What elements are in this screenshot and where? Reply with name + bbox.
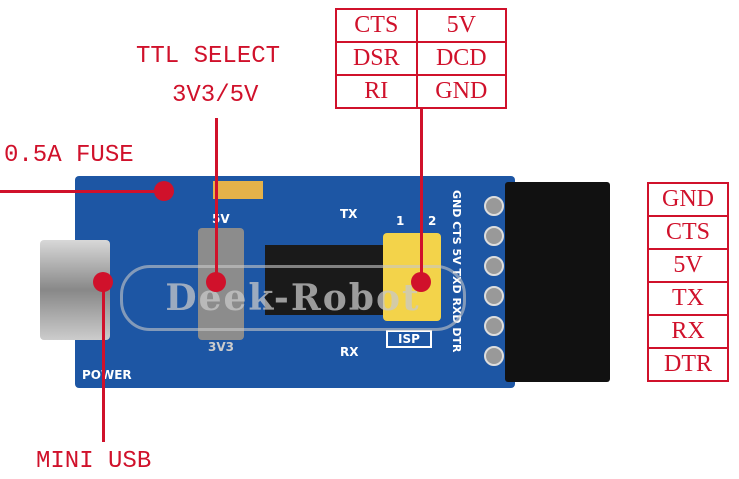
ttl-select-label: TTL SELECT — [136, 43, 281, 70]
pin — [484, 286, 504, 306]
switch-bottom-label: 3V3 — [208, 340, 234, 354]
ttl-voltage-label: 3V3/5V — [172, 82, 259, 109]
fuse-marker — [154, 181, 174, 201]
cell: CTS — [647, 215, 729, 250]
cell: RX — [647, 314, 729, 349]
pin-header — [505, 182, 610, 382]
cell: GND — [415, 74, 508, 109]
isp-label: ISP — [386, 330, 432, 348]
usb-leader — [102, 282, 105, 442]
usb-marker — [93, 272, 113, 292]
pin — [484, 346, 504, 366]
jumper-2-label: 2 — [428, 214, 437, 228]
power-label: POWER — [82, 368, 132, 382]
isp-marker — [411, 272, 431, 292]
cell: DTR — [647, 347, 729, 382]
tx-label: TX — [340, 207, 358, 221]
ttl-leader — [215, 118, 218, 278]
fuse-leader — [0, 190, 163, 193]
pin — [484, 196, 504, 216]
cell: RI — [335, 74, 418, 109]
cell: TX — [647, 281, 729, 316]
pin — [484, 316, 504, 336]
isp-leader — [420, 108, 423, 280]
cell: GND — [647, 182, 729, 217]
rx-label: RX — [340, 345, 359, 359]
cell: DCD — [415, 41, 508, 76]
ttl-marker — [206, 272, 226, 292]
cell: 5V — [647, 248, 729, 283]
cell: DSR — [335, 41, 418, 76]
fuse-label: 0.5A FUSE — [4, 142, 134, 169]
cell: 5V — [415, 8, 508, 43]
ft232-chip — [265, 245, 385, 315]
tantalum-capacitor — [213, 181, 263, 199]
right-pin-table: GND CTS 5V TX RX DTR — [647, 182, 729, 382]
pin — [484, 226, 504, 246]
cell: CTS — [335, 8, 418, 43]
mini-usb-label: MINI USB — [36, 448, 152, 475]
pin — [484, 256, 504, 276]
jumper-1-label: 1 — [396, 214, 405, 228]
